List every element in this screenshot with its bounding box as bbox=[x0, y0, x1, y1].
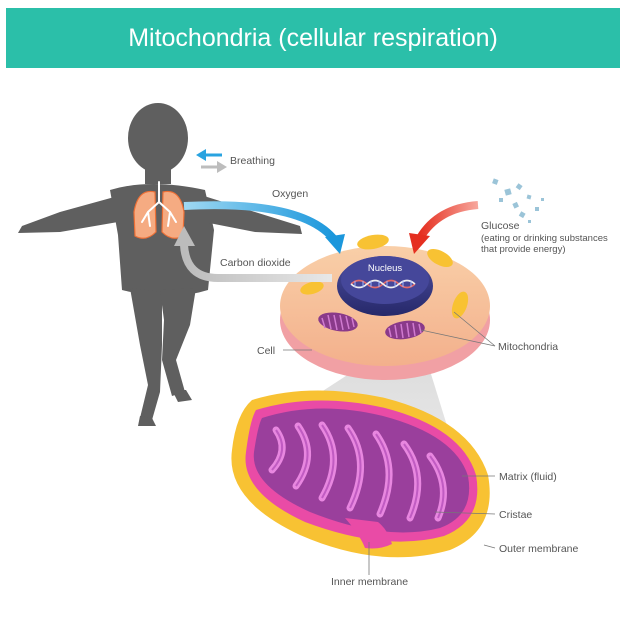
carbon-dioxide-label: Carbon dioxide bbox=[220, 257, 291, 269]
mitochondrion-small bbox=[318, 312, 358, 332]
mitochondrion-large bbox=[231, 390, 490, 558]
cristae-label: Cristae bbox=[499, 509, 532, 521]
cell-label: Cell bbox=[257, 345, 275, 357]
oxygen-label: Oxygen bbox=[272, 188, 308, 200]
mitochondrion-small bbox=[385, 320, 425, 340]
mitochondria-label: Mitochondria bbox=[498, 341, 558, 353]
glucose-note-line-2: that provide energy) bbox=[481, 244, 566, 255]
glucose-arrow bbox=[409, 201, 479, 254]
matrix-label: Matrix (fluid) bbox=[499, 471, 557, 483]
breathing-label: Breathing bbox=[230, 155, 275, 167]
glucose-particles-icon bbox=[492, 178, 544, 223]
breathing-arrows-icon bbox=[196, 149, 227, 173]
nucleus-label: Nucleus bbox=[368, 263, 403, 274]
cell: Nucleus bbox=[280, 234, 490, 380]
dna-icon bbox=[350, 279, 416, 289]
glucose-label: Glucose bbox=[481, 220, 520, 232]
title-banner: Mitochondria (cellular respiration) bbox=[6, 8, 620, 68]
oxygen-arrow bbox=[183, 201, 345, 254]
nucleus: Nucleus bbox=[337, 256, 433, 316]
inner-membrane-label: Inner membrane bbox=[331, 576, 408, 588]
glucose-note-line-1: (eating or drinking substances bbox=[481, 233, 608, 244]
outer-membrane-label: Outer membrane bbox=[499, 543, 579, 555]
page-title: Mitochondria (cellular respiration) bbox=[128, 24, 498, 52]
carbon-dioxide-arrow bbox=[174, 226, 332, 282]
leader-lines bbox=[283, 311, 496, 575]
